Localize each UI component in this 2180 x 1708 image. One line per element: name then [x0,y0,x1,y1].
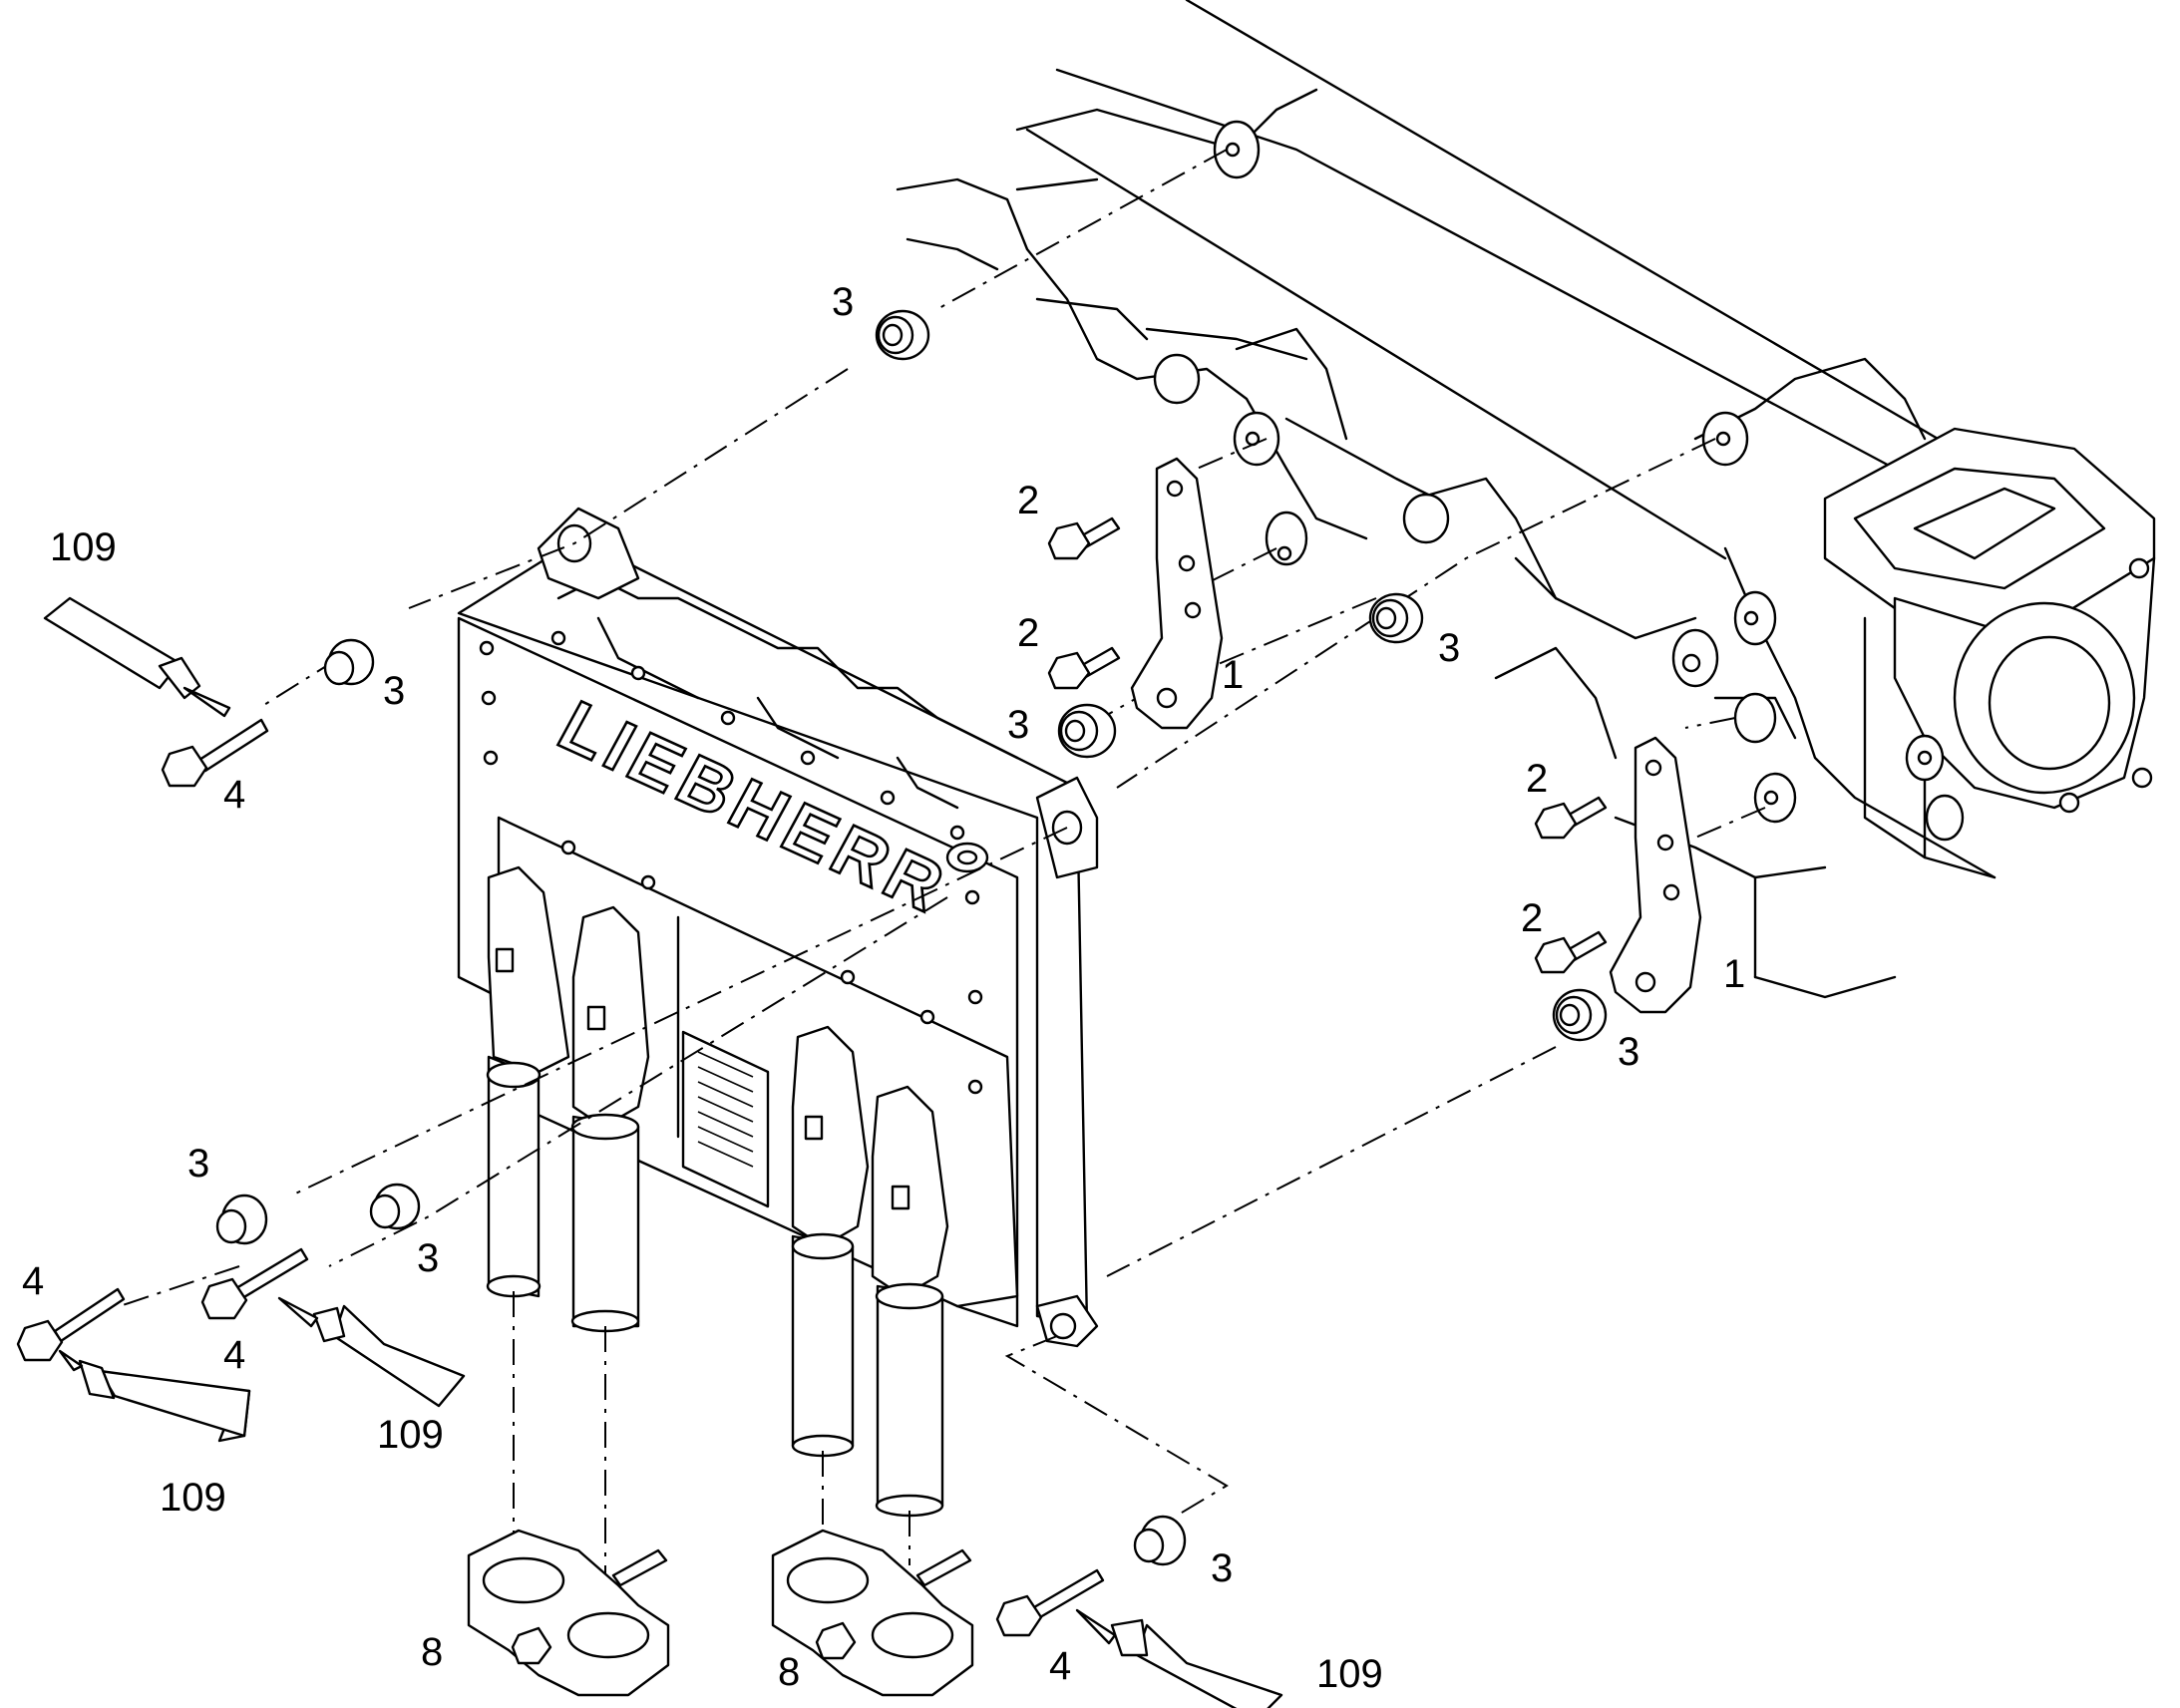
callout-8-a: 8 [421,1630,443,1674]
bushing-lower-left-a [215,1194,268,1245]
bushing-parts [215,309,1608,1566]
callout-1-mid: 1 [1222,653,1244,697]
bolt-2d [1534,930,1608,974]
bolt-4-bottom [995,1568,1105,1637]
bushing-right-lower [1552,988,1608,1042]
bracket-right [1609,736,1702,1014]
tube-109-bottom [1075,1608,1283,1708]
bushing-mid [1057,703,1117,759]
bushing-bottom [1133,1515,1187,1566]
tube-109-lower-a [58,1349,251,1443]
bushing-lower-left-b [369,1183,421,1230]
callout-2-c: 2 [1526,757,1548,801]
callout-labels: 3 109 3 4 2 2 3 1 3 2 2 1 3 3 3 4 4 109 … [22,280,1745,1696]
short-bolt-parts [1047,516,1608,974]
callout-2-d: 2 [1521,896,1543,940]
callout-8-b: 8 [778,1650,800,1694]
sealant-tube-parts [43,596,1283,1708]
tube-109-lower-b [277,1296,466,1408]
clamp-parts [467,1529,974,1697]
callout-3-right-lower: 3 [1618,1030,1639,1074]
long-bolt-parts [16,718,1105,1637]
callout-2-a: 2 [1017,479,1039,522]
callout-4-bottom: 4 [1049,1644,1071,1688]
assembly-lines [119,149,1766,1615]
bushing-upper-left [323,638,375,686]
callout-4-lower-left-a: 4 [22,1259,44,1303]
callout-109-lower-b: 109 [377,1413,444,1457]
frame-housing [896,0,2156,999]
callout-3-upper-left: 3 [383,669,405,713]
bolt-4-upper-left [161,718,269,788]
callout-3-top: 3 [832,280,854,324]
callout-4-upper-left: 4 [223,773,245,817]
callout-3-right-upper: 3 [1438,626,1460,670]
clamp-8a [467,1529,670,1697]
bolt-2c [1534,796,1608,840]
callout-3-bottom: 3 [1211,1546,1233,1590]
callout-109-bottom: 109 [1316,1652,1383,1696]
callout-3-mid: 3 [1007,703,1029,747]
bracket-parts [1130,457,1702,1014]
callout-109-lower-a: 109 [160,1476,226,1520]
callout-1-right: 1 [1723,952,1745,996]
bushing-top [875,309,930,361]
callout-4-lower-left-b: 4 [223,1333,245,1377]
bolt-4-lower-left-b [200,1247,309,1320]
clamp-8b [771,1529,974,1697]
tube-109-top-left [43,596,231,718]
bracket-mid [1130,457,1224,730]
callout-2-b: 2 [1017,611,1039,655]
callout-3-lower-left-b: 3 [417,1236,439,1280]
callout-3-lower-left-a: 3 [187,1142,209,1186]
bolt-4-lower-left-a [16,1287,126,1362]
bolt-2b [1047,646,1121,690]
bolt-2a [1047,516,1121,560]
callout-109-top-left: 109 [50,525,117,569]
bushing-right-upper [1368,592,1424,644]
control-unit: LIEBHERR [457,507,1099,1518]
